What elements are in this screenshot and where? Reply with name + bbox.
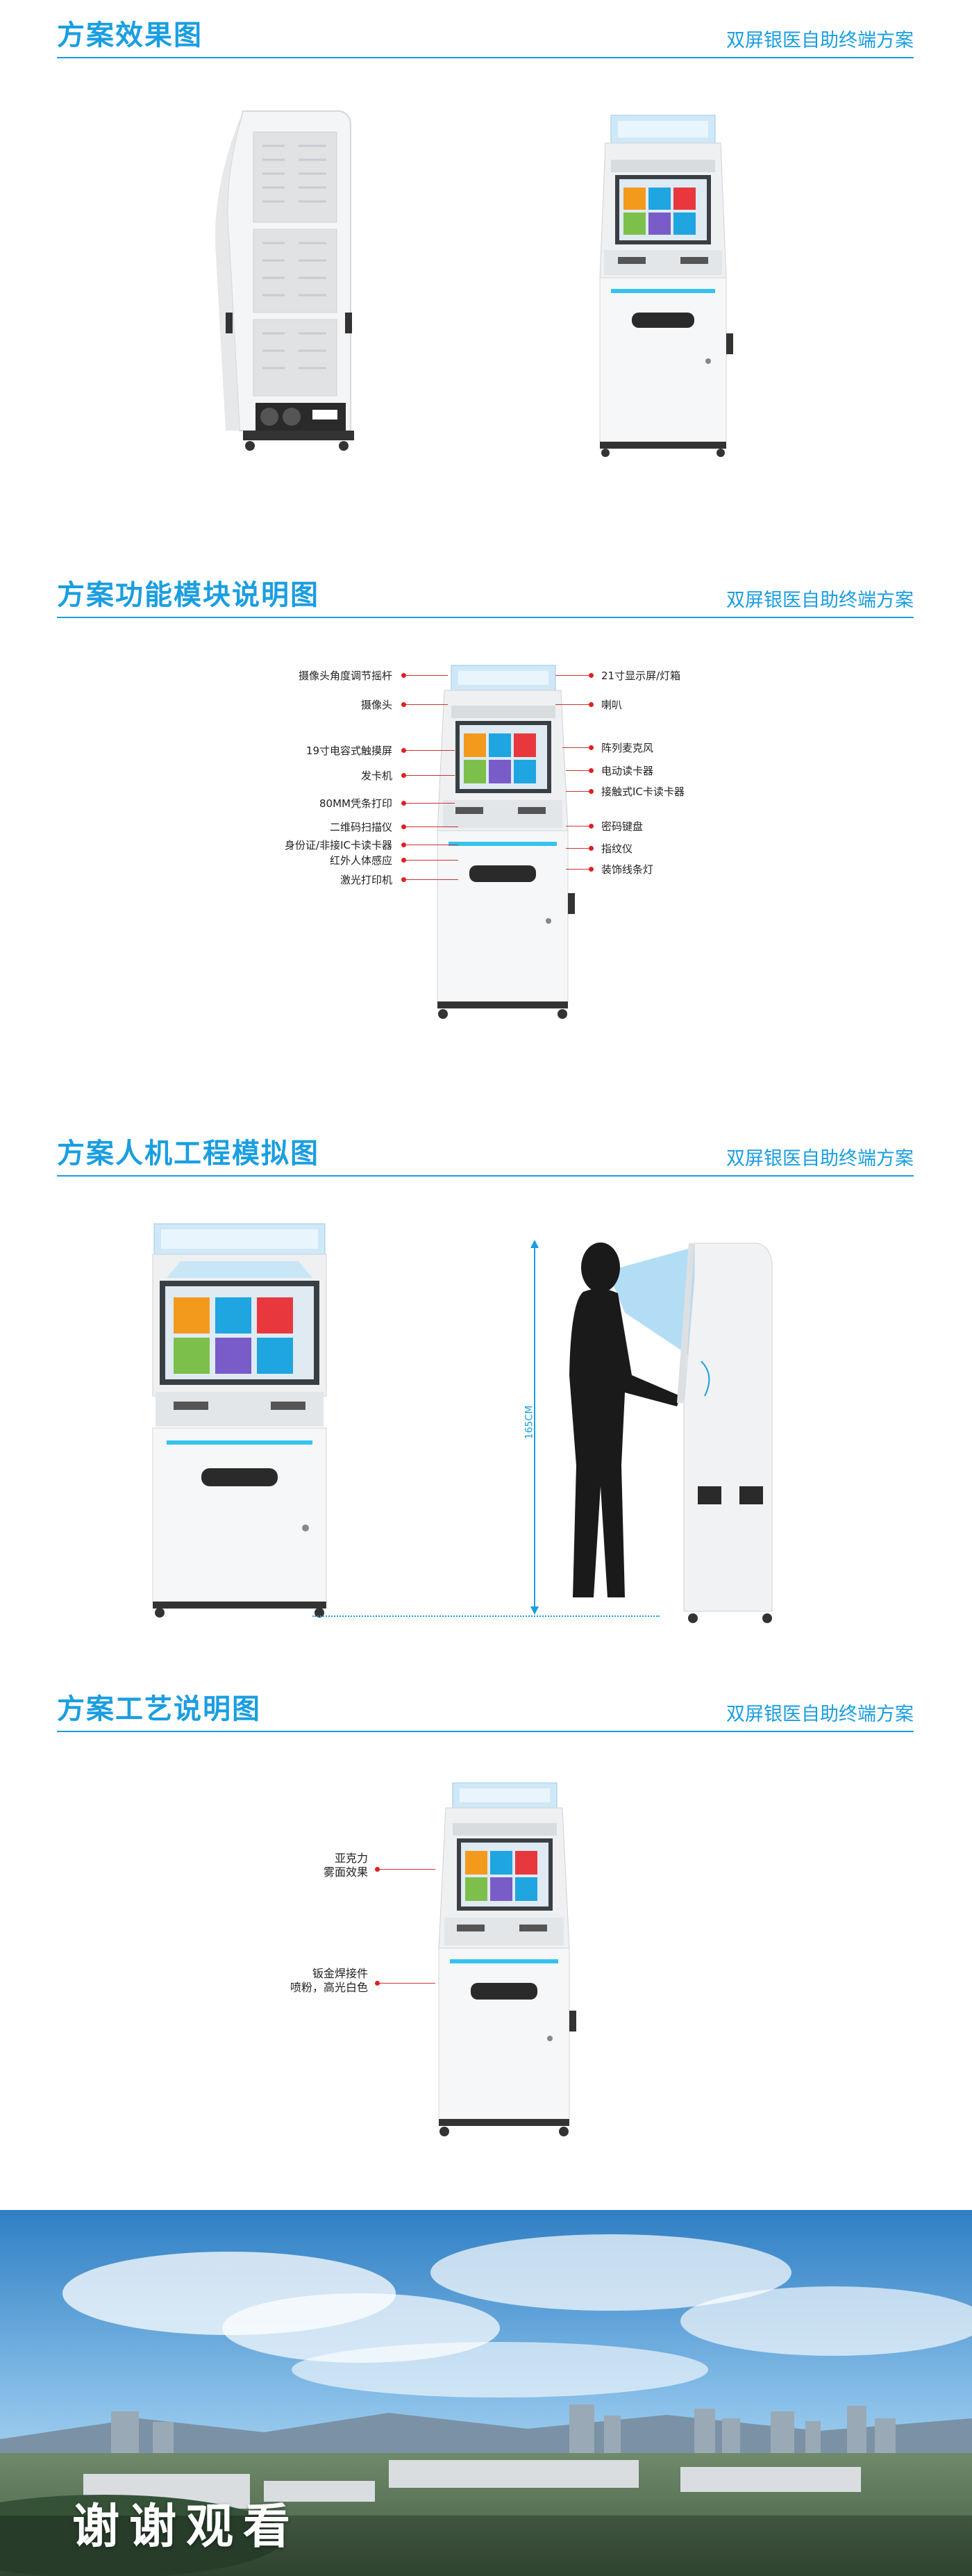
callout-acrylic-line1: 亚克力 <box>334 1852 368 1865</box>
callout-dot <box>375 1867 380 1872</box>
callout-leader <box>566 770 589 771</box>
callout-laser-printer: 激光打印机 <box>340 874 392 886</box>
callout-decorative-light-strip: 装饰线条灯 <box>601 863 654 876</box>
callout-infrared-sensor: 红外人体感应 <box>329 854 392 867</box>
callout-dot <box>589 867 594 872</box>
callout-leader <box>406 860 458 861</box>
section-title: 方案工艺说明图 <box>57 1693 261 1725</box>
callout-acrylic: 亚克力 雾面效果 <box>324 1852 368 1879</box>
callout-dot <box>589 824 594 829</box>
floor-dotted-line <box>312 1615 660 1617</box>
callout-sheet-metal-line1: 钣金焊接件 <box>312 1967 368 1980</box>
callout-leader <box>562 747 589 748</box>
section-subtitle: 双屏银医自助终端方案 <box>726 1148 914 1170</box>
section-divider <box>57 1175 914 1177</box>
callout-leader <box>406 803 455 804</box>
callout-dot <box>589 789 594 794</box>
callout-leader <box>406 826 458 827</box>
section-ergonomics: 方案人机工程模拟图 双屏银医自助终端方案 165CM <box>0 1118 972 1646</box>
callout-touchscreen: 19寸电容式触摸屏 <box>305 745 392 757</box>
callout-leader <box>380 1869 435 1870</box>
callout-id-card-reader: 身份证/非接IC卡读卡器 <box>285 839 392 851</box>
callout-motorized-card-reader: 电动读卡器 <box>601 765 654 777</box>
callout-leader <box>406 879 458 880</box>
callout-dot <box>401 824 406 829</box>
callout-leader <box>555 675 589 676</box>
callout-dot <box>401 702 406 707</box>
callout-speaker: 喇叭 <box>601 699 623 711</box>
callout-dot <box>589 768 594 773</box>
callout-leader <box>406 750 455 751</box>
callout-dot <box>589 846 594 851</box>
section-divider <box>57 57 914 58</box>
callout-dot <box>375 1981 380 1986</box>
callout-leader <box>566 848 589 849</box>
height-dimension-line <box>530 1240 539 1615</box>
callout-dot <box>589 745 594 750</box>
callout-dot <box>401 842 406 847</box>
callout-dot <box>401 773 406 778</box>
callout-fingerprint-reader: 指纹仪 <box>601 842 633 855</box>
callout-acrylic-line2: 雾面效果 <box>323 1865 368 1879</box>
callout-leader <box>566 791 589 792</box>
callout-dot <box>401 801 406 806</box>
section-title: 方案效果图 <box>57 19 203 51</box>
section-subtitle: 双屏银医自助终端方案 <box>726 590 914 611</box>
kiosk-craft-diagram-image <box>438 1782 576 2136</box>
height-dimension-label: 165CM <box>523 1405 535 1440</box>
footer-banner: 谢谢观看 <box>0 2210 972 2576</box>
kiosk-rear-view-image <box>215 110 354 451</box>
human-silhouette-image <box>569 1243 773 1623</box>
callout-leader <box>380 1983 435 1984</box>
callout-dot <box>401 877 406 882</box>
callout-receipt-printer: 80MM凭条打印 <box>319 797 392 810</box>
thank-you-text: 谢谢观看 <box>72 2500 301 2554</box>
kiosk-function-diagram-image <box>437 665 575 1019</box>
callout-dot <box>589 673 594 678</box>
section-effect: 方案效果图 双屏银医自助终端方案 <box>0 0 972 556</box>
callout-pin-pad: 密码键盘 <box>601 820 644 833</box>
callout-camera-joystick: 摄像头角度调节摇杆 <box>298 670 392 682</box>
callout-card-dispenser: 发卡机 <box>360 770 392 782</box>
callout-camera: 摄像头 <box>360 699 392 711</box>
callout-qr-scanner: 二维码扫描仪 <box>329 821 392 833</box>
callout-array-microphone: 阵列麦克风 <box>601 742 654 754</box>
callout-contact-ic-reader: 接触式IC卡读卡器 <box>601 786 685 798</box>
section-function-modules: 方案功能模块说明图 双屏银医自助终端方案 摄像头角度调节摇杆 摄像头 19寸电容… <box>0 560 972 1115</box>
callout-sheet-metal-line2: 喷粉，高光白色 <box>290 1981 368 1994</box>
callout-leader <box>406 775 455 776</box>
callout-dot <box>401 858 406 863</box>
section-title: 方案功能模块说明图 <box>57 579 319 611</box>
city-landscape-image <box>0 2210 972 2576</box>
section-divider <box>57 1731 914 1732</box>
callout-leader <box>406 704 448 705</box>
callout-leader <box>566 869 589 870</box>
callout-sheet-metal: 钣金焊接件 喷粉，高光白色 <box>290 1967 368 1995</box>
section-title: 方案人机工程模拟图 <box>57 1138 319 1170</box>
callout-dot <box>401 748 406 753</box>
callout-leader <box>406 675 448 676</box>
kiosk-front-view-image <box>599 115 733 457</box>
section-craftsmanship: 方案工艺说明图 双屏银医自助终端方案 亚克力 雾面效果 钣金焊接件 喷粉，高光白… <box>0 1674 972 2202</box>
callout-dot <box>401 673 406 678</box>
callout-21-inch-display: 21寸显示屏/灯箱 <box>601 670 681 682</box>
section-subtitle: 双屏银医自助终端方案 <box>726 30 914 51</box>
section-subtitle: 双屏银医自助终端方案 <box>726 1704 914 1725</box>
callout-leader <box>555 704 589 705</box>
callout-dot <box>589 702 594 707</box>
section-divider <box>57 617 914 618</box>
kiosk-front-ergonomic-image <box>152 1223 327 1618</box>
